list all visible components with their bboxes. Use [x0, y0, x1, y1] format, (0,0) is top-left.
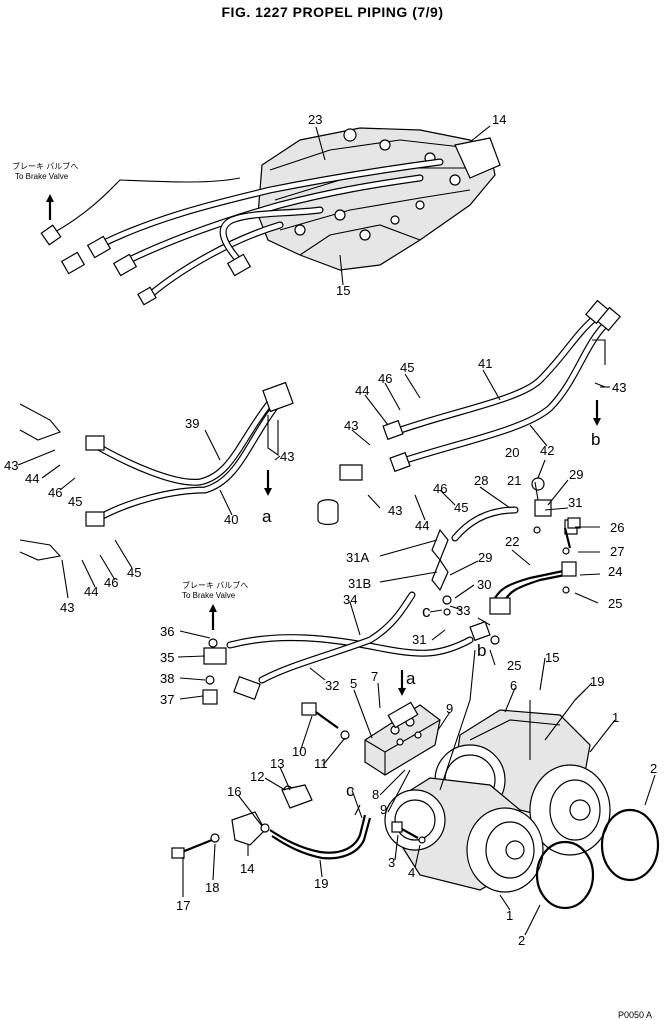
callout-44: 44: [25, 471, 39, 486]
valve-block: [281, 670, 441, 809]
callout-45: 45: [127, 565, 141, 580]
callout-42: 42: [540, 443, 554, 458]
top-hose-bundle: [40, 158, 444, 306]
callout-b: b: [477, 641, 486, 660]
callout-25: 25: [507, 658, 521, 673]
callout-2: 2: [518, 933, 525, 948]
callout-1: 1: [506, 908, 513, 923]
callout-31B: 31B: [348, 576, 371, 591]
o-ring-seals: [535, 808, 660, 910]
callout-26: 26: [610, 520, 624, 535]
callout-c: c: [422, 602, 431, 621]
lower-hose-assembly: [202, 591, 474, 705]
callout-46: 46: [378, 371, 392, 386]
callout-21: 21: [507, 473, 521, 488]
svg-text:To Brake Valve: To Brake Valve: [15, 172, 69, 181]
callout-27: 27: [610, 544, 624, 559]
callout-10: 10: [292, 744, 306, 759]
callout-44: 44: [355, 383, 369, 398]
drawing-code: P0050 A: [618, 1010, 652, 1020]
callout-37: 37: [160, 692, 174, 707]
svg-text:ブレーキ バルブへ: ブレーキ バルブへ: [182, 580, 248, 590]
callout-4: 4: [408, 865, 415, 880]
callout-46: 46: [48, 485, 62, 500]
callout-13: 13: [270, 756, 284, 771]
callout-43: 43: [4, 458, 18, 473]
callout-43: 43: [60, 600, 74, 615]
callout-20: 20: [505, 445, 519, 460]
callout-44: 44: [415, 518, 429, 533]
callout-32: 32: [325, 678, 339, 693]
callout-31: 31: [412, 632, 426, 647]
callout-23: 23: [308, 112, 322, 127]
callout-17: 17: [176, 898, 190, 913]
callout-9: 9: [446, 701, 453, 716]
callout-43: 43: [388, 503, 402, 518]
callout-12: 12: [250, 769, 264, 784]
callout-a: a: [406, 669, 416, 688]
right-hose-assembly: [317, 299, 621, 526]
callout-43: 43: [280, 449, 294, 464]
brake-valve-note-bottom: ブレーキ バルブへ To Brake Valve: [182, 580, 248, 600]
brake-valve-note-top: ブレーキ バルブへ To Brake Valve: [12, 161, 78, 220]
callout-6: 6: [510, 678, 517, 693]
callout-31: 31: [568, 495, 582, 510]
callout-39: 39: [185, 416, 199, 431]
callout-14: 14: [492, 112, 506, 127]
callout-5: 5: [350, 676, 357, 691]
callout-25: 25: [608, 596, 622, 611]
callout-15: 15: [545, 650, 559, 665]
callout-45: 45: [400, 360, 414, 375]
callout-11: 11: [314, 756, 328, 771]
lower-small-parts: [171, 811, 372, 860]
callout-29: 29: [478, 550, 492, 565]
callout-38: 38: [160, 671, 174, 686]
callout-44: 44: [84, 584, 98, 599]
propel-motors: [384, 649, 611, 893]
callout-16: 16: [227, 784, 241, 799]
callout-45: 45: [68, 494, 82, 509]
callout-labels: 23 14 15 45 46 44 41 43 43 42 b 39 43 43…: [4, 112, 657, 1020]
callout-30: 30: [477, 577, 491, 592]
callout-22: 22: [505, 534, 519, 549]
callout-29: 29: [569, 467, 583, 482]
callout-9: 9: [380, 802, 387, 817]
callout-41: 41: [478, 356, 492, 371]
callout-43: 43: [612, 380, 626, 395]
svg-text:ブレーキ バルブへ: ブレーキ バルブへ: [12, 161, 78, 171]
figure-title: FIG. 1227 PROPEL PIPING (7/9): [221, 4, 444, 20]
callout-36: 36: [160, 624, 174, 639]
callout-35: 35: [160, 650, 174, 665]
callout-8: 8: [372, 787, 379, 802]
callout-7: 7: [371, 669, 378, 684]
svg-text:To Brake Valve: To Brake Valve: [182, 591, 236, 600]
leader-lines: [17, 125, 656, 936]
callout-33: 33: [456, 603, 470, 618]
callout-19: 19: [590, 674, 604, 689]
callout-46: 46: [433, 481, 447, 496]
callout-18: 18: [205, 880, 219, 895]
callout-c: c: [346, 781, 355, 800]
callout-46: 46: [104, 575, 118, 590]
callout-28: 28: [474, 473, 488, 488]
callout-31A: 31A: [346, 550, 369, 565]
callout-3: 3: [388, 855, 395, 870]
bolts-and-washers: [391, 517, 581, 844]
callout-43: 43: [344, 418, 358, 433]
callout-34: 34: [343, 592, 357, 607]
callout-b: b: [591, 430, 600, 449]
callout-24: 24: [608, 564, 622, 579]
callout-45: 45: [454, 500, 468, 515]
callout-2: 2: [650, 761, 657, 776]
callout-19: 19: [314, 876, 328, 891]
callout-14: 14: [240, 861, 254, 876]
callout-15: 15: [336, 283, 350, 298]
callout-40: 40: [224, 512, 238, 527]
callout-a: a: [262, 507, 272, 526]
callout-1: 1: [612, 710, 619, 725]
left-hose-assembly: [19, 381, 294, 561]
